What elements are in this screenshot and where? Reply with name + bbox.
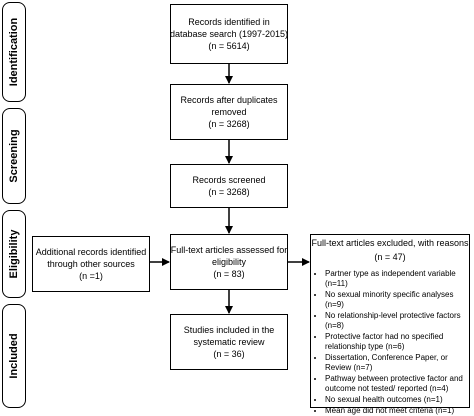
records-identified-box: Records identified in database search (1… (170, 4, 288, 64)
fulltext-assessed-count: (n = 83) (213, 269, 245, 279)
exclusion-reason: Mean age did not meet criteria (n=1) (325, 406, 469, 416)
records-after-duplicates-count: (n = 3268) (208, 119, 250, 129)
exclusion-reason: Pathway between protective factor and ou… (325, 374, 469, 394)
records-identified-count: (n = 5614) (208, 41, 250, 51)
exclusion-reason: Protective factor had no specified relat… (325, 332, 469, 352)
records-identified-line2: database search (1997-2015) (169, 29, 289, 39)
fulltext-assessed-line1: Full-text articles assessed for (170, 245, 288, 255)
exclusion-reason: Dissertation, Conference Paper, or Revie… (325, 353, 469, 373)
stage-screening: Screening (2, 108, 26, 204)
additional-records-line2: through other sources (47, 259, 135, 269)
studies-included-line2: systematic review (193, 337, 265, 347)
additional-records-line1: Additional records identified (35, 247, 147, 257)
exclusion-reasons-list: Partner type as independent variable (n=… (311, 269, 469, 416)
additional-records-box: Additional records identified through ot… (32, 236, 150, 292)
fulltext-assessed-box: Full-text articles assessed for eligibil… (170, 234, 288, 290)
additional-records-count: (n =1) (79, 271, 103, 281)
records-after-duplicates-line1: Records after duplicates (180, 95, 278, 105)
exclusion-reason: No relationship-level protective factors… (325, 311, 469, 331)
records-after-duplicates-line2: removed (211, 107, 247, 117)
studies-included-box: Studies included in the systematic revie… (170, 314, 288, 370)
studies-included-line1: Studies included in the (183, 325, 275, 335)
stage-included: Included (2, 304, 26, 408)
fulltext-excluded-count: (n = 47) (374, 252, 406, 262)
records-identified-line1: Records identified in (188, 17, 270, 27)
stage-identification: Identification (2, 2, 26, 102)
records-after-duplicates-box: Records after duplicates removed (n = 32… (170, 84, 288, 140)
records-screened-line1: Records screened (192, 175, 266, 185)
fulltext-assessed-line2: eligibility (211, 257, 246, 267)
exclusion-reason: No sexual health outcomes (n=1) (325, 395, 469, 405)
stage-eligibility: Eligibility (2, 210, 26, 298)
exclusion-reason: Partner type as independent variable (n=… (325, 269, 469, 289)
fulltext-excluded-box: Full-text articles excluded, with reason… (310, 234, 470, 415)
records-screened-count: (n = 3268) (208, 187, 250, 197)
exclusion-reason: No sexual minority specific analyses (n=… (325, 290, 469, 310)
studies-included-count: (n = 36) (213, 349, 245, 359)
fulltext-excluded-header: Full-text articles excluded, with reason… (311, 238, 469, 248)
records-screened-box: Records screened (n = 3268) (170, 164, 288, 208)
